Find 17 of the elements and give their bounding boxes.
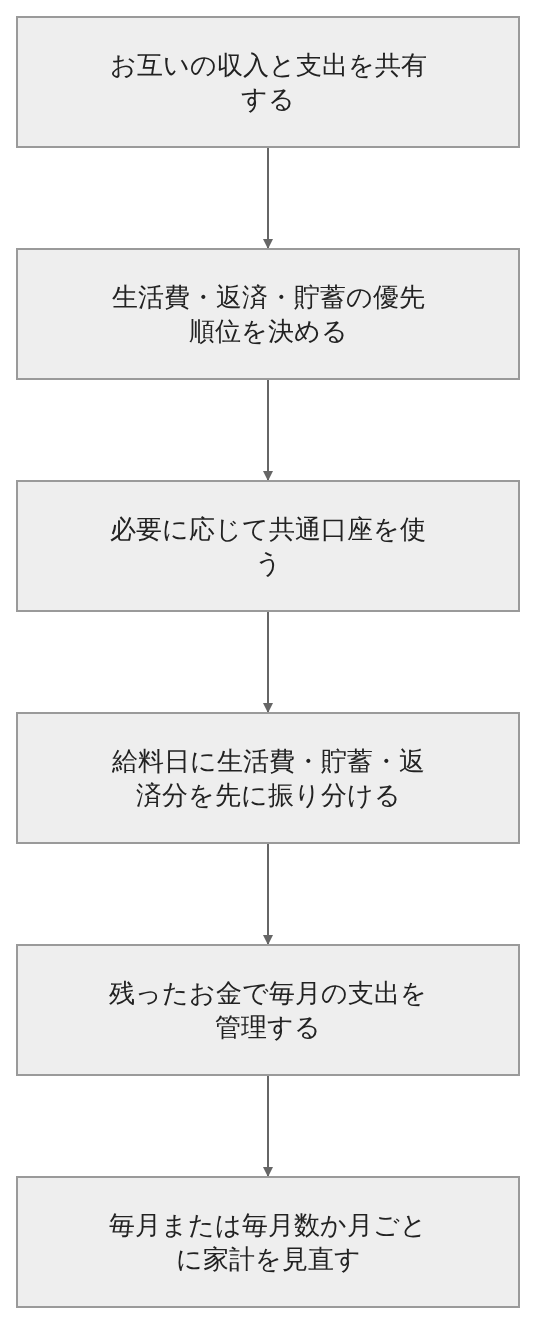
process-box xyxy=(16,944,520,1076)
arrow xyxy=(263,1075,273,1177)
step-text: 残ったお金で毎月の支出を管理する xyxy=(108,977,428,1044)
process-box xyxy=(16,1176,520,1308)
step-text: 生活費・返済・貯蓄の優先順位を決める xyxy=(110,281,426,348)
arrow xyxy=(263,611,273,713)
process-box xyxy=(16,248,520,380)
arrow xyxy=(263,843,273,945)
process-box xyxy=(16,712,520,844)
process-box xyxy=(16,16,520,148)
arrow xyxy=(263,147,273,249)
step-text: お互いの収入と支出を共有する xyxy=(108,49,428,116)
step-text: 給料日に生活費・貯蓄・返済分を先に振り分ける xyxy=(110,745,426,812)
process-box xyxy=(16,480,520,612)
arrow xyxy=(263,379,273,481)
step-text: 毎月または毎月数か月ごとに家計を見直す xyxy=(108,1209,428,1276)
step-text: 必要に応じて共通口座を使う xyxy=(109,513,427,580)
